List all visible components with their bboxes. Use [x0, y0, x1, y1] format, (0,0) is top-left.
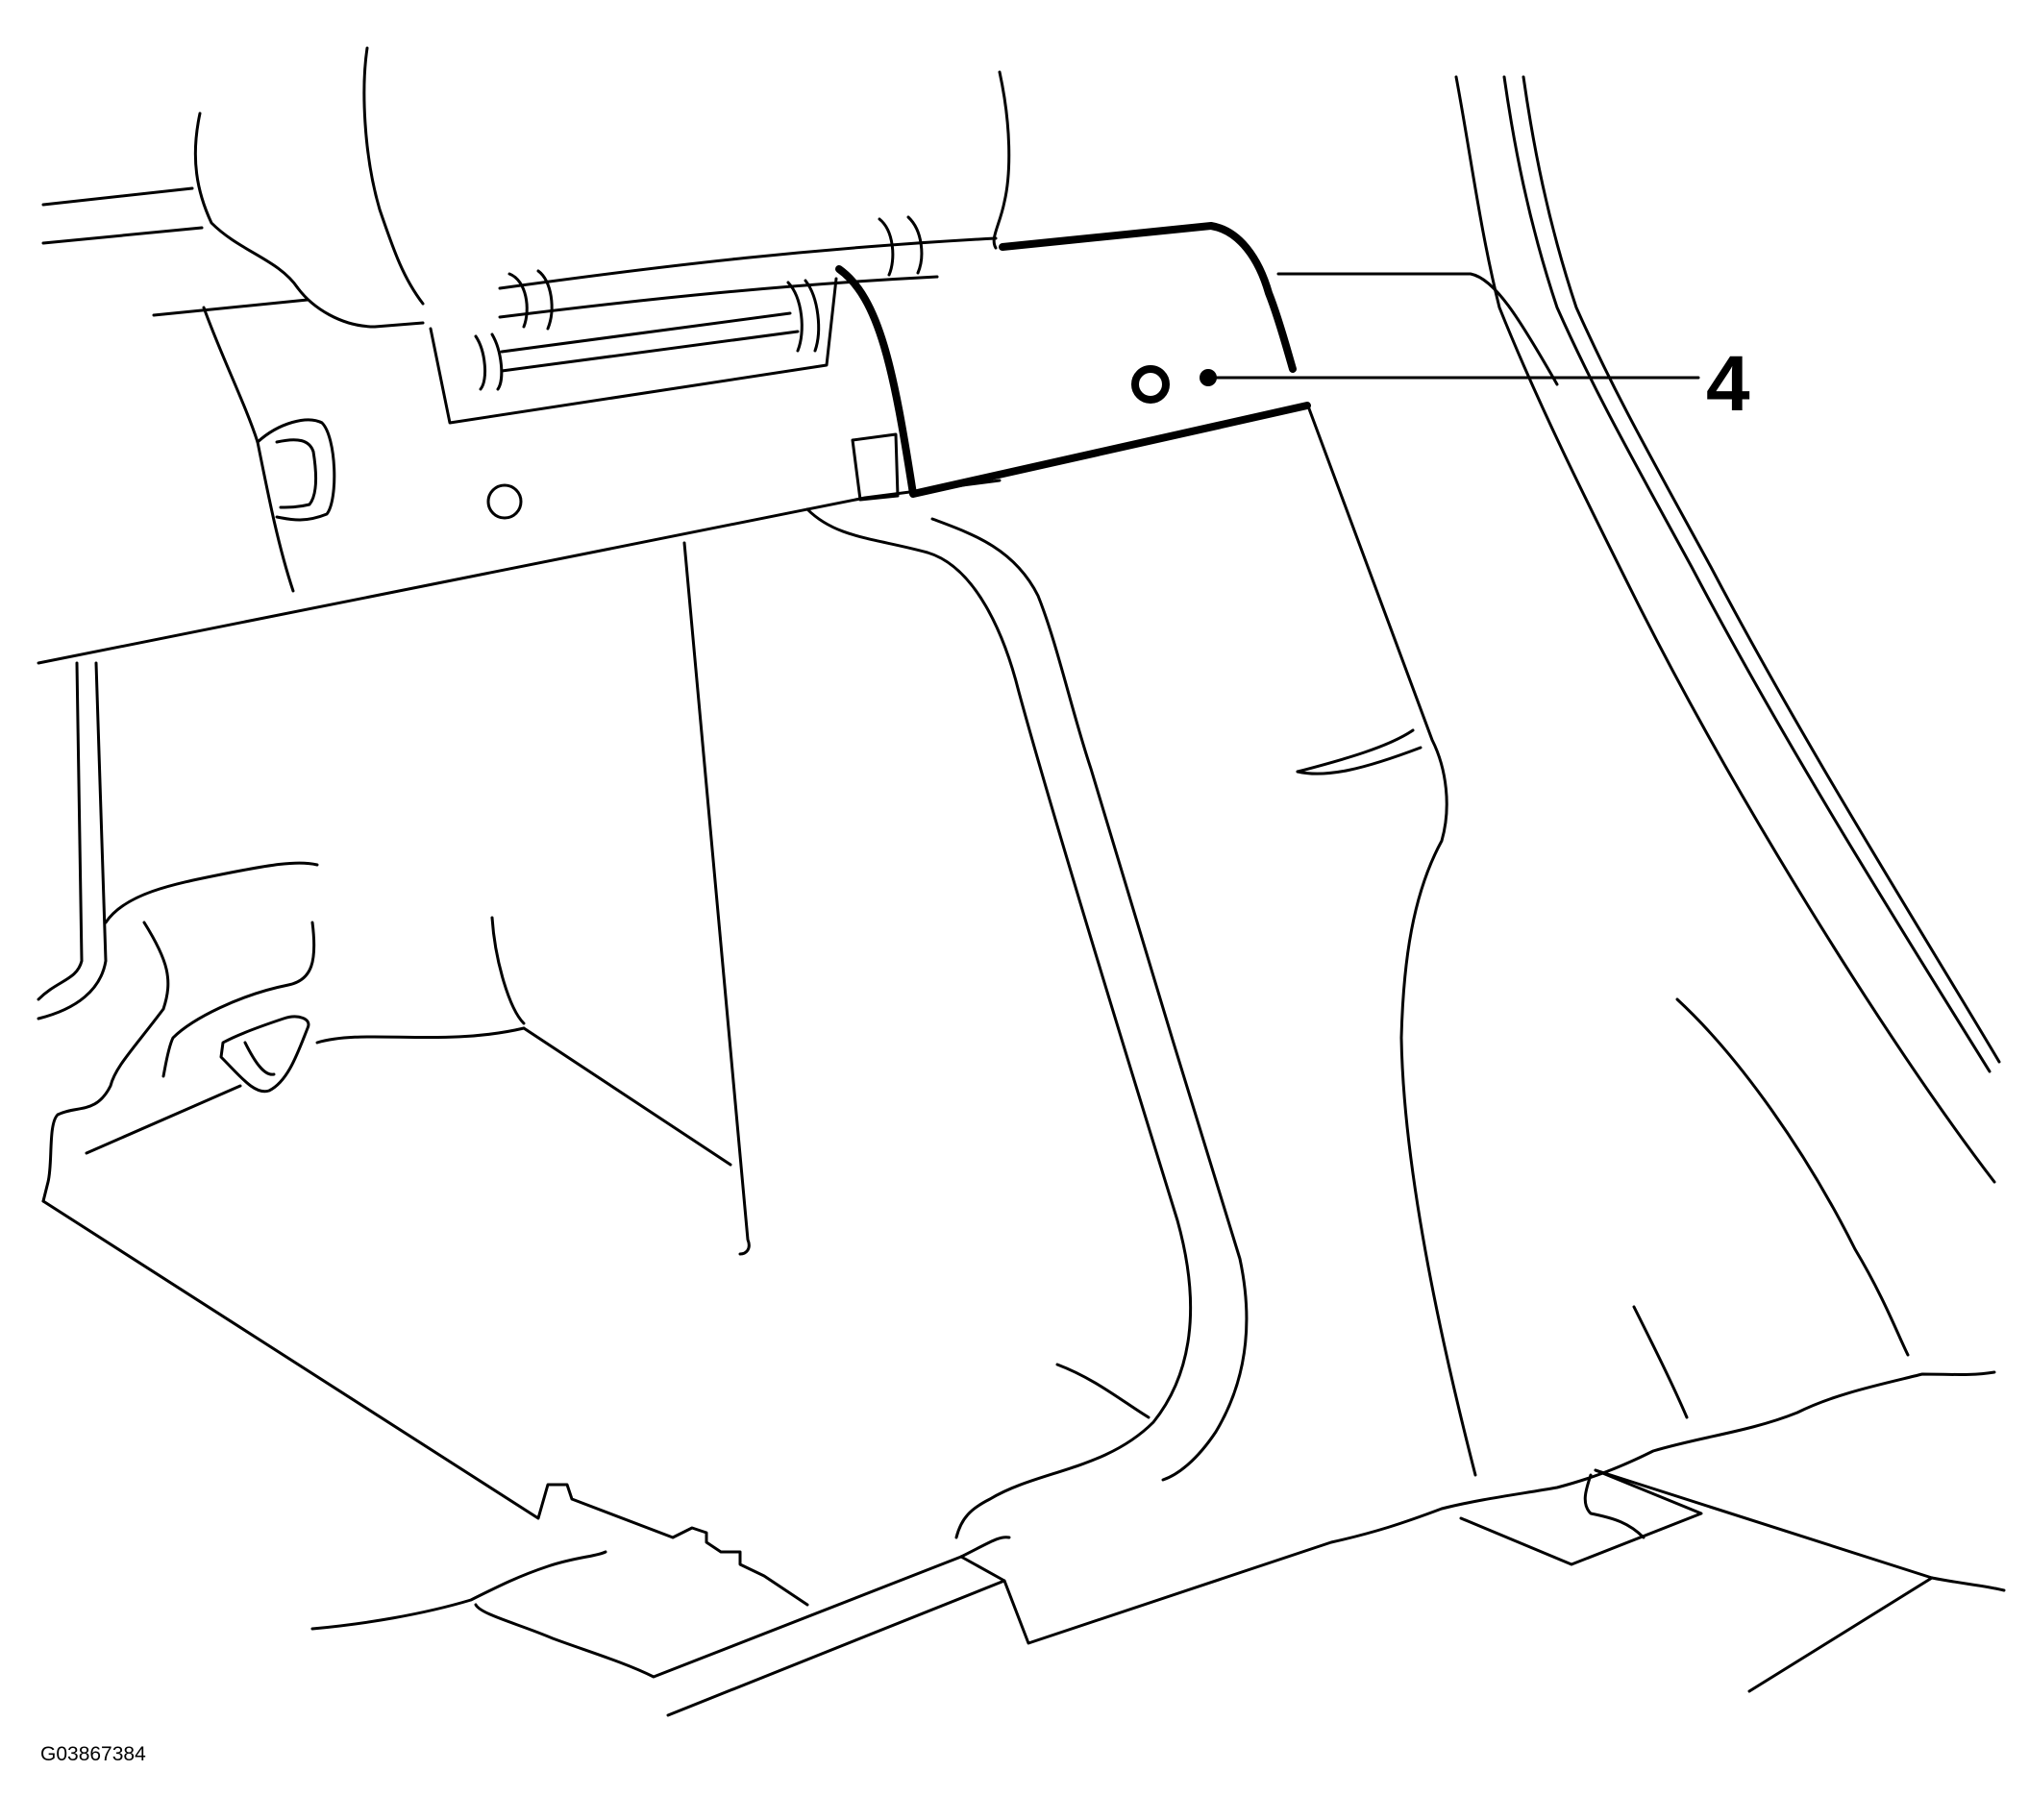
headrest	[193, 46, 1011, 331]
callout-4-leader-dot	[1200, 369, 1217, 386]
left-seat-anchor	[202, 306, 336, 593]
upper-left-rails	[41, 186, 309, 317]
seat-belt-channel	[805, 507, 1249, 1539]
seat-back-panel	[429, 277, 900, 520]
seat-cushion-edge	[37, 479, 1002, 1256]
right-side-panel	[1276, 75, 2001, 1477]
floor-lower-edge	[41, 1199, 2006, 1717]
trim-panel-callout-4: 4	[835, 222, 1750, 498]
floor-carpet-left	[37, 661, 732, 1203]
figure-id-label: G03867384	[40, 1743, 146, 1765]
callout-4-label: 4	[1706, 340, 1750, 428]
